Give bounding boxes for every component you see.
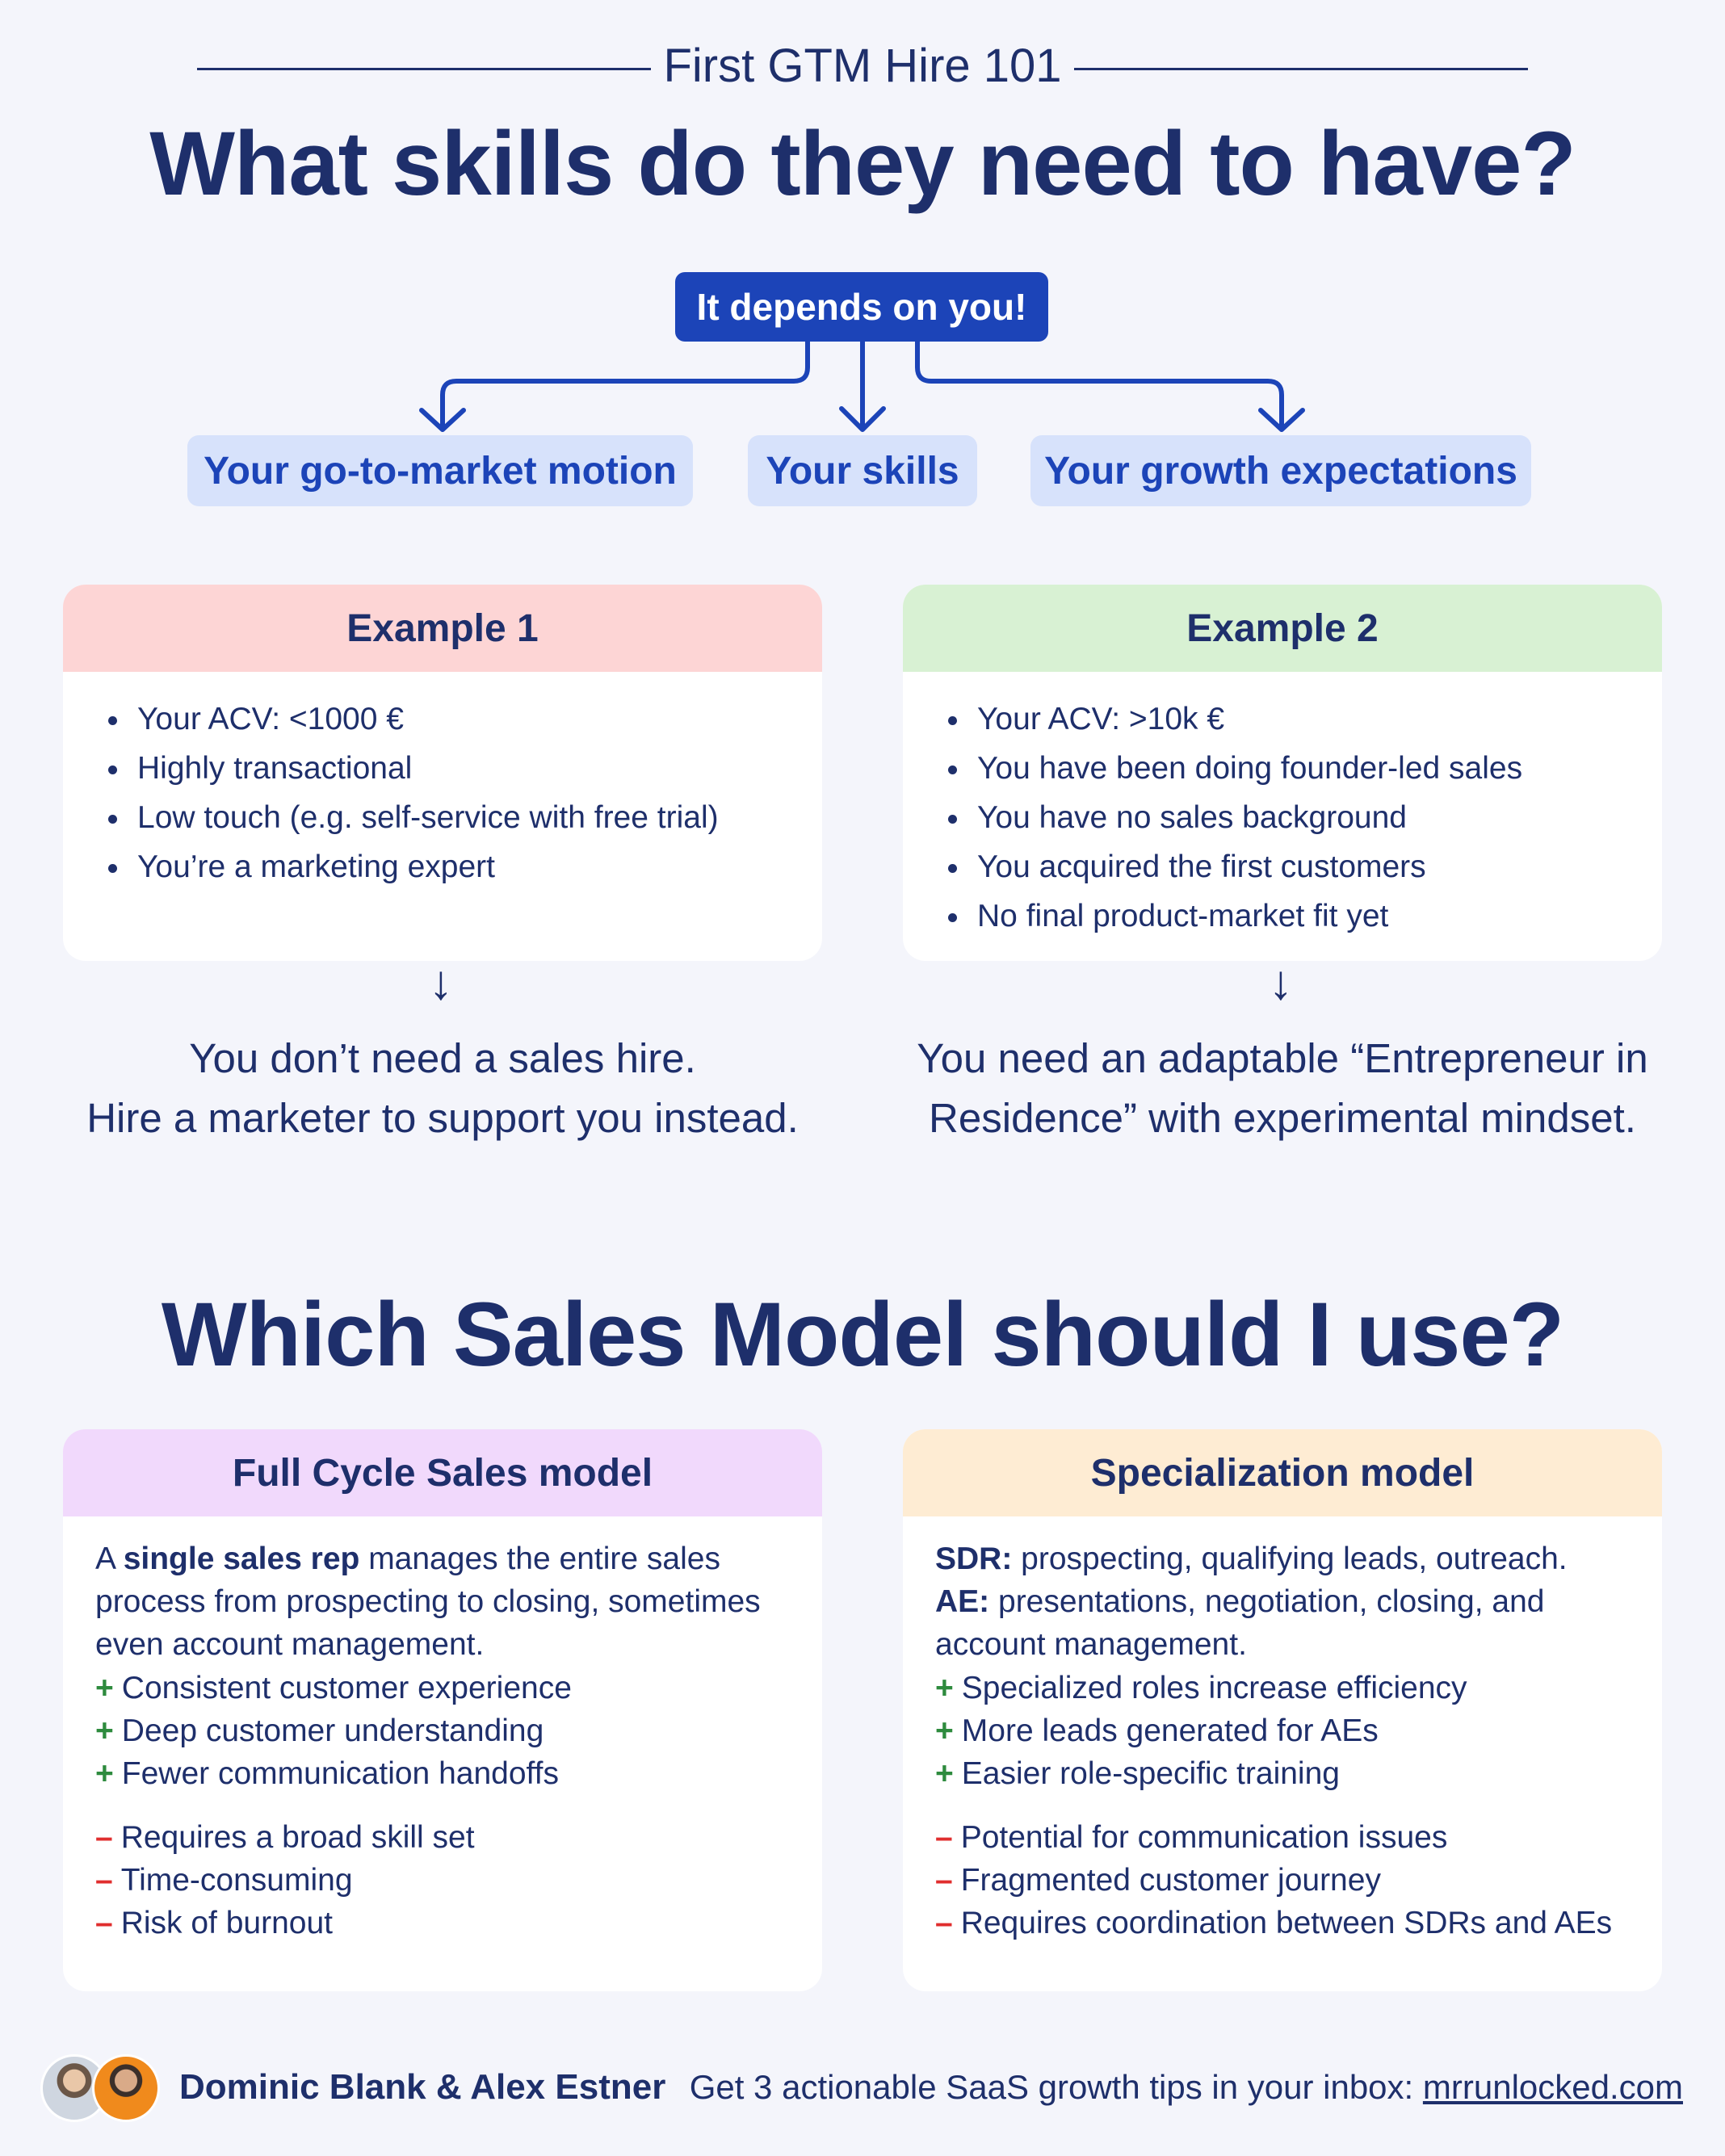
example-1-result-line-1: You don’t need a sales hire. xyxy=(189,1035,696,1081)
model-description: SDR: prospecting, qualifying leads, outr… xyxy=(903,1516,1662,1667)
con-item: –Risk of burnout xyxy=(95,1902,790,1944)
kicker-title: First GTM Hire 101 xyxy=(663,40,1062,92)
con-text: Fragmented customer journey xyxy=(960,1863,1381,1898)
list-item: Low touch (e.g. self-service with free t… xyxy=(63,793,822,842)
con-item: –Time-consuming xyxy=(95,1859,790,1902)
model-card-specialization: Specialization model SDR: prospecting, q… xyxy=(903,1429,1662,1991)
pro-text: Specialized roles increase efficiency xyxy=(961,1671,1467,1705)
plus-icon: + xyxy=(935,1756,954,1791)
example-card-2: Example 2 Your ACV: >10k € You have been… xyxy=(903,585,1662,961)
role-sdr: SDR: prospecting, qualifying leads, outr… xyxy=(935,1537,1630,1580)
example-card-2-header: Example 2 xyxy=(903,585,1662,672)
model-card-full-cycle-header: Full Cycle Sales model xyxy=(63,1429,822,1516)
role-text: prospecting, qualifying leads, outreach. xyxy=(1012,1541,1568,1576)
plus-icon: + xyxy=(935,1671,954,1705)
pros-list: +Consistent customer experience +Deep cu… xyxy=(63,1667,822,1795)
pro-item: +Easier role-specific training xyxy=(935,1752,1630,1795)
minus-icon: – xyxy=(935,1863,953,1898)
con-item: –Potential for communication issues xyxy=(935,1816,1630,1859)
newsletter-link[interactable]: mrrunlocked.com xyxy=(1422,2068,1683,2106)
pro-text: Easier role-specific training xyxy=(961,1756,1340,1791)
role-label: AE: xyxy=(935,1584,990,1619)
desc-text: A xyxy=(95,1541,124,1576)
minus-icon: – xyxy=(935,1906,953,1940)
example-1-result-line-2: Hire a marketer to support you instead. xyxy=(86,1095,799,1141)
example-1-result: You don’t need a sales hire. Hire a mark… xyxy=(39,1029,846,1148)
plus-icon: + xyxy=(95,1671,114,1705)
pros-list: +Specialized roles increase efficiency +… xyxy=(903,1667,1662,1795)
example-card-1-header: Example 1 xyxy=(63,585,822,672)
con-item: –Requires coordination between SDRs and … xyxy=(935,1902,1630,1944)
cta-text: Get 3 actionable SaaS growth tips in you… xyxy=(689,2068,1423,2106)
avatar xyxy=(92,2054,160,2122)
pro-item: +Consistent customer experience xyxy=(95,1667,790,1709)
con-text: Risk of burnout xyxy=(120,1906,334,1940)
list-item: You have been doing founder-led sales xyxy=(903,744,1662,793)
example-2-result: You need an adaptable “Entrepreneur in R… xyxy=(879,1029,1686,1148)
pro-item: +Deep customer understanding xyxy=(95,1709,790,1752)
factor-growth: Your growth expectations xyxy=(1030,435,1531,506)
cons-list: –Requires a broad skill set –Time-consum… xyxy=(63,1816,822,1944)
example-card-2-title: Example 2 xyxy=(1186,606,1379,650)
kicker-line-right xyxy=(1074,68,1528,70)
list-item: No final product-market fit yet xyxy=(903,891,1662,941)
pro-item: +Specialized roles increase efficiency xyxy=(935,1667,1630,1709)
model-card-full-cycle-title: Full Cycle Sales model xyxy=(232,1451,653,1495)
pro-item: +More leads generated for AEs xyxy=(935,1709,1630,1752)
example-card-1: Example 1 Your ACV: <1000 € Highly trans… xyxy=(63,585,822,961)
minus-icon: – xyxy=(95,1820,113,1855)
list-item: You’re a marketing expert xyxy=(63,842,822,891)
flow-connectors xyxy=(419,339,1305,432)
list-item: You have no sales background xyxy=(903,793,1662,842)
plus-icon: + xyxy=(95,1713,114,1748)
pro-text: More leads generated for AEs xyxy=(961,1713,1379,1748)
plus-icon: + xyxy=(935,1713,954,1748)
model-description: A single sales rep manages the entire sa… xyxy=(63,1516,822,1667)
example-card-1-title: Example 1 xyxy=(346,606,539,650)
pro-text: Deep customer understanding xyxy=(121,1713,544,1748)
desc-text: manages the entire sales process from pr… xyxy=(95,1541,761,1662)
example-2-result-line-2: Residence” with experimental mindset. xyxy=(929,1095,1636,1141)
kicker-line-left xyxy=(197,68,651,70)
role-ae: AE: presentations, negotiation, closing,… xyxy=(935,1580,1630,1666)
pro-text: Consistent customer experience xyxy=(121,1671,572,1705)
role-text: presentations, negotiation, closing, and… xyxy=(935,1584,1545,1662)
plus-icon: + xyxy=(95,1756,114,1791)
minus-icon: – xyxy=(95,1863,113,1898)
depends-badge: It depends on you! xyxy=(675,272,1048,342)
model-card-specialization-title: Specialization model xyxy=(1090,1451,1475,1495)
newsletter-cta: Get 3 actionable SaaS growth tips in you… xyxy=(690,2068,1683,2107)
role-label: SDR: xyxy=(935,1541,1013,1576)
arrow-down-icon: ↓ xyxy=(1269,955,1293,1009)
pro-text: Fewer communication handoffs xyxy=(121,1756,560,1791)
con-text: Requires coordination between SDRs and A… xyxy=(960,1906,1613,1940)
model-card-specialization-header: Specialization model xyxy=(903,1429,1662,1516)
list-item: Your ACV: <1000 € xyxy=(63,694,822,744)
arrow-down-icon: ↓ xyxy=(429,955,453,1009)
model-card-full-cycle: Full Cycle Sales model A single sales re… xyxy=(63,1429,822,1991)
cons-list: –Potential for communication issues –Fra… xyxy=(903,1816,1662,1944)
list-item: You acquired the first customers xyxy=(903,842,1662,891)
factor-skills: Your skills xyxy=(748,435,977,506)
con-item: –Fragmented customer journey xyxy=(935,1859,1630,1902)
author-names: Dominic Blank & Alex Estner xyxy=(179,2067,666,2107)
con-text: Potential for communication issues xyxy=(960,1820,1448,1855)
example-card-2-list: Your ACV: >10k € You have been doing fou… xyxy=(903,672,1662,941)
factor-go-to-market: Your go-to-market motion xyxy=(187,435,693,506)
section-title-sales-model: Which Sales Model should I use? xyxy=(161,1284,1564,1385)
list-item: Your ACV: >10k € xyxy=(903,694,1662,744)
con-text: Time-consuming xyxy=(120,1863,353,1898)
minus-icon: – xyxy=(935,1820,953,1855)
minus-icon: – xyxy=(95,1906,113,1940)
desc-bold: single sales rep xyxy=(123,1541,360,1576)
list-item: Highly transactional xyxy=(63,744,822,793)
pro-item: +Fewer communication handoffs xyxy=(95,1752,790,1795)
con-item: –Requires a broad skill set xyxy=(95,1816,790,1859)
example-card-1-list: Your ACV: <1000 € Highly transactional L… xyxy=(63,672,822,891)
example-2-result-line-1: You need an adaptable “Entrepreneur in xyxy=(917,1035,1648,1081)
con-text: Requires a broad skill set xyxy=(120,1820,475,1855)
page-title: What skills do they need to have? xyxy=(149,113,1576,214)
